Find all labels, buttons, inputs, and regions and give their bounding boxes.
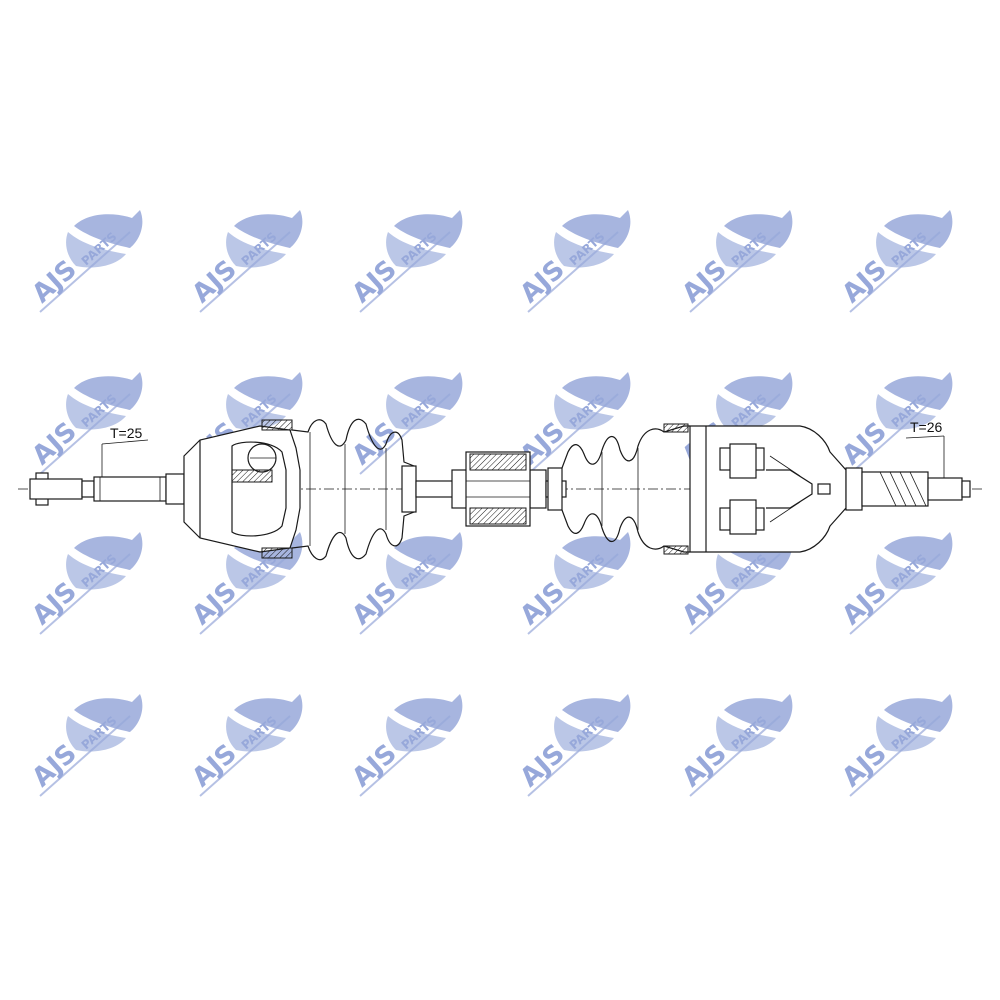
left-dimension-callout: T=25: [101, 425, 149, 477]
drive-shaft: T=25 T=26: [18, 418, 985, 561]
right-stub-shaft: [845, 467, 971, 511]
left-stub-shaft: [29, 472, 185, 506]
damper-weight: [465, 451, 531, 527]
right-boot: [547, 423, 690, 555]
left-dimension-label: T=25: [110, 425, 143, 441]
right-tripod-joint: [689, 425, 847, 553]
right-dimension-callout: T=26: [905, 419, 945, 478]
right-dimension-label: T=26: [910, 419, 943, 435]
left-cv-joint: [183, 419, 301, 559]
